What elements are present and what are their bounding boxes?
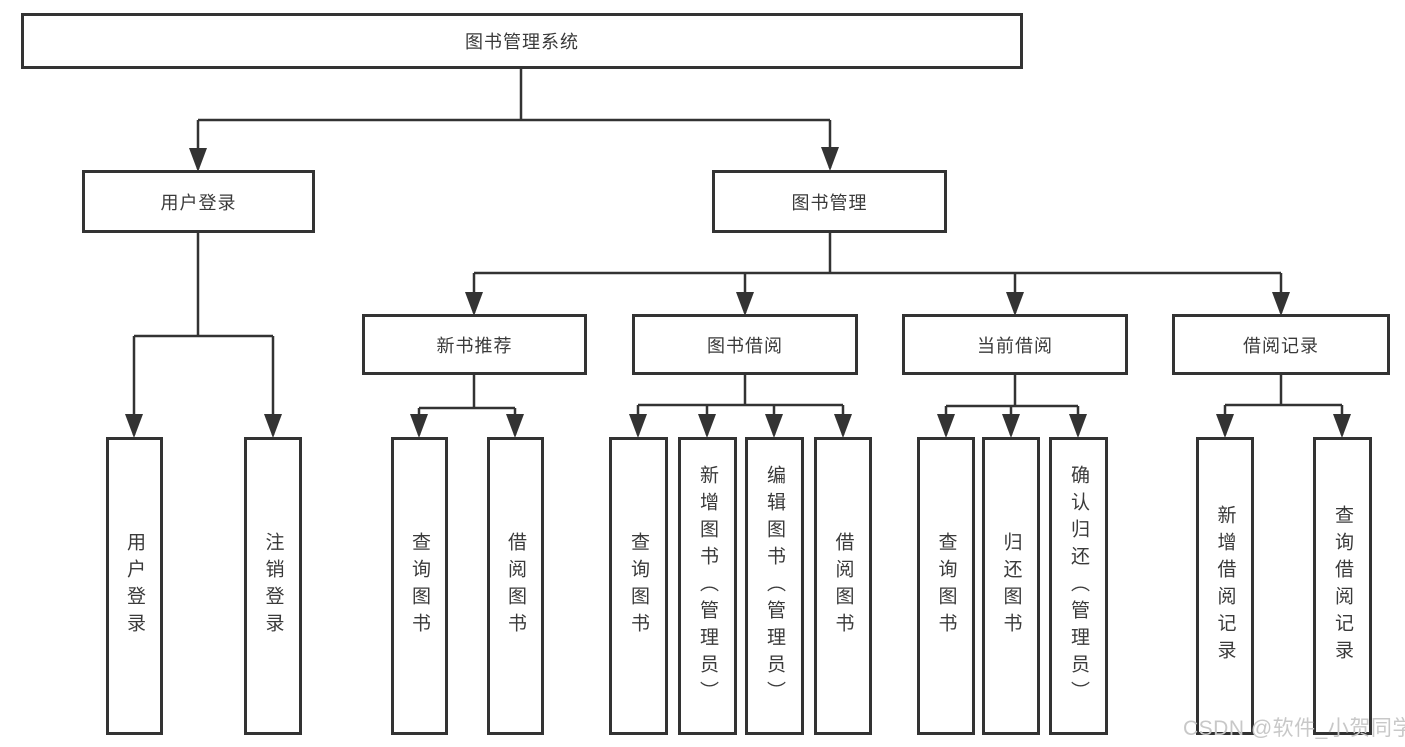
arrowheads [125, 147, 1351, 438]
leaf-borrowing-query-books-label: 查询图书 [628, 532, 649, 640]
leaf-recommend-borrow-books: 借阅图书 [487, 437, 544, 735]
node-book-management-label: 图书管理 [791, 192, 868, 213]
node-borrowing-records-label: 借阅记录 [1243, 335, 1319, 356]
leaf-borrowing-edit-books: 编辑图书（管理员） [745, 437, 804, 735]
leaf-borrowing-query-books: 查询图书 [609, 437, 668, 735]
leaf-current-confirm-return-label: 确认归还（管理员） [1068, 464, 1089, 708]
leaf-current-query-books: 查询图书 [917, 437, 975, 735]
leaf-user-login: 用户登录 [106, 437, 163, 735]
leaf-recommend-borrow-books-label: 借阅图书 [505, 532, 526, 640]
leaf-logout: 注销登录 [244, 437, 302, 735]
node-borrowing-records: 借阅记录 [1172, 314, 1390, 375]
leaf-borrowing-edit-books-label: 编辑图书（管理员） [764, 464, 785, 708]
node-user-login-label: 用户登录 [160, 192, 237, 213]
csdn-watermark: CSDN @软件_小贺同学 [1183, 717, 1405, 740]
node-current-borrowing-label: 当前借阅 [977, 335, 1053, 356]
leaf-borrowing-borrow-books: 借阅图书 [814, 437, 872, 735]
leaf-current-query-books-label: 查询图书 [935, 532, 957, 640]
node-new-book-recommend-label: 新书推荐 [436, 335, 513, 356]
leaf-user-login-label: 用户登录 [124, 532, 145, 640]
leaf-records-add-record-label: 新增借阅记录 [1214, 505, 1236, 667]
leaf-records-add-record: 新增借阅记录 [1196, 437, 1254, 735]
leaf-records-query-record: 查询借阅记录 [1313, 437, 1372, 735]
leaf-records-query-record-label: 查询借阅记录 [1332, 505, 1353, 667]
node-root: 图书管理系统 [21, 13, 1023, 69]
node-root-label: 图书管理系统 [465, 32, 579, 52]
leaf-borrowing-borrow-books-label: 借阅图书 [832, 532, 854, 640]
node-current-borrowing: 当前借阅 [902, 314, 1128, 375]
leaf-recommend-query-books: 查询图书 [391, 437, 448, 735]
leaf-borrowing-add-books: 新增图书（管理员） [678, 437, 737, 735]
node-new-book-recommend: 新书推荐 [362, 314, 587, 375]
leaf-current-return-books: 归还图书 [982, 437, 1040, 735]
leaf-current-confirm-return: 确认归还（管理员） [1049, 437, 1108, 735]
node-book-borrowing-label: 图书借阅 [707, 335, 783, 356]
leaf-recommend-query-books-label: 查询图书 [409, 532, 430, 640]
node-book-borrowing: 图书借阅 [632, 314, 858, 375]
node-book-management: 图书管理 [712, 170, 947, 233]
leaf-logout-label: 注销登录 [262, 532, 284, 640]
leaf-current-return-books-label: 归还图书 [1000, 532, 1022, 640]
node-user-login: 用户登录 [82, 170, 315, 233]
leaf-borrowing-add-books-label: 新增图书（管理员） [697, 464, 718, 708]
